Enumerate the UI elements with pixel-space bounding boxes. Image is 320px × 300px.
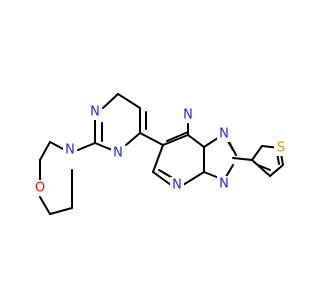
bond-biaryl — [139, 132, 164, 146]
morpholine-ring — [39, 141, 73, 215]
triazolopyrimidine-core — [152, 114, 237, 186]
pyrimidine-nitrogen-1-label: N — [90, 105, 100, 120]
pyrimidine-nitrogen-3-label: N — [113, 146, 123, 161]
pyrimidine-ring — [94, 93, 147, 151]
morpholine-nitrogen-label: N — [65, 143, 75, 158]
molecule-drawing: O N N N N N N N S — [33, 93, 288, 215]
thiophene-sulfur-label: S — [277, 141, 285, 156]
bridge-nitrogen-label: N — [183, 108, 193, 123]
bond-morpholine-pyrimidine — [77, 142, 96, 151]
structure-canvas: O N N N N N N N S — [33, 93, 288, 215]
fused-pyrimidine-nitrogen-label: N — [172, 178, 182, 193]
atom-labels: O N N N N N N N S — [33, 104, 288, 196]
triazole-nitrogen-4-label: N — [219, 177, 229, 192]
triazole-nitrogen-2-label: N — [219, 127, 229, 142]
morpholine-oxygen-label: O — [35, 181, 45, 196]
